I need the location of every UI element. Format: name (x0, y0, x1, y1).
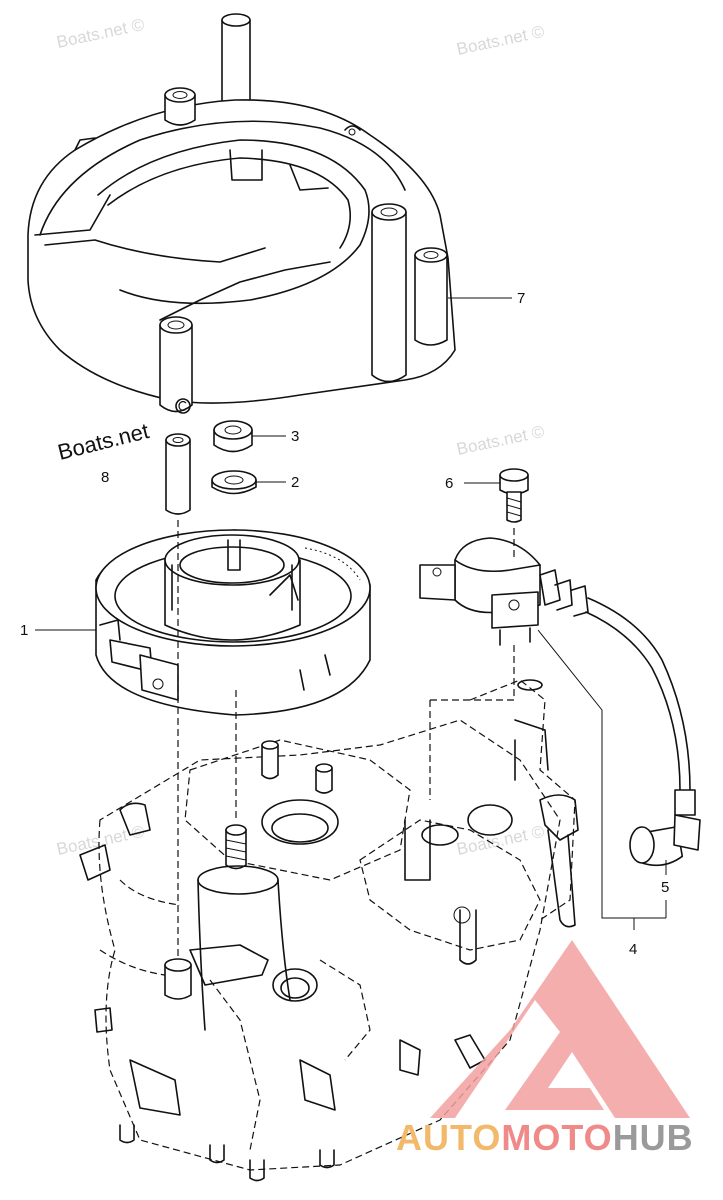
logo-triangle-mark (430, 940, 690, 1118)
watermark-middle-right: Boats.net © (455, 422, 547, 459)
part-1-flywheel (95, 529, 371, 716)
callout-5: 5 (661, 879, 669, 896)
part-6-bolt (499, 468, 529, 523)
part-8-collar (165, 433, 191, 515)
watermark-bottom-left: Boats.net © (55, 822, 147, 859)
watermark-copyright-symbol (175, 398, 191, 414)
callout-1: 1 (20, 622, 28, 639)
part-2-washer (211, 470, 257, 495)
logo-text-hub: HUB (613, 1117, 694, 1158)
part-4-ignition-coil (419, 537, 701, 867)
automotohub-logo (430, 940, 690, 1118)
callout-6: 6 (445, 475, 453, 492)
part-3-nut (213, 420, 253, 453)
callouts: 7 3 2 6 8 1 5 4 (20, 290, 669, 958)
leader-lines (35, 297, 667, 930)
callout-7: 7 (517, 290, 525, 307)
callout-8: 8 (101, 469, 109, 486)
watermark-top-right: Boats.net © (455, 22, 547, 59)
watermark-top-left: Boats.net © (55, 15, 147, 52)
watermark-dark: Boats.net (55, 418, 151, 465)
watermark-bottom-right: Boats.net © (455, 822, 547, 859)
engine-block (79, 679, 579, 1182)
callout-3: 3 (291, 428, 299, 445)
logo-text-moto: MOTO (501, 1117, 612, 1158)
assembly-lines (177, 520, 515, 965)
logo-text-auto: AUTO (396, 1117, 501, 1158)
callout-2: 2 (291, 474, 299, 491)
part-7-flywheel-cover (27, 13, 456, 413)
logo-wordmark: AUTOMOTOHUB (396, 1117, 694, 1158)
callout-4: 4 (629, 941, 637, 958)
